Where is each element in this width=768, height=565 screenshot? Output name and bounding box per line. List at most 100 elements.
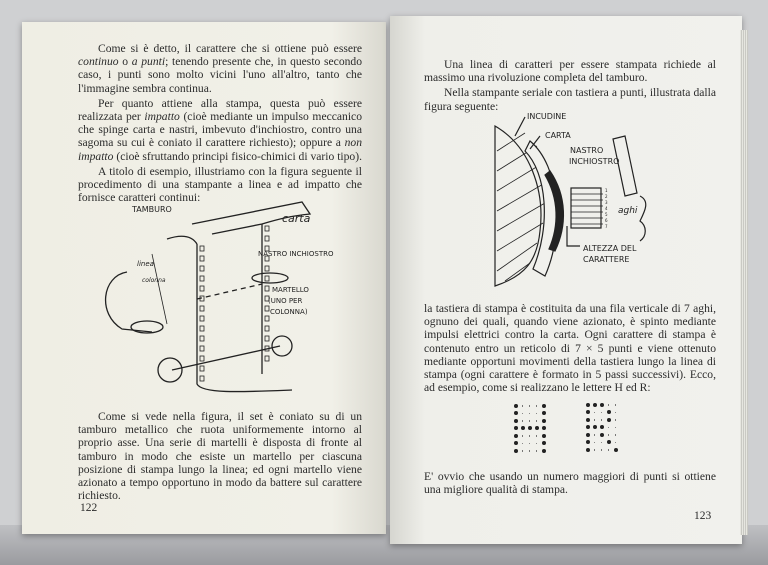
dot-off (526, 432, 533, 440)
dot-on (540, 447, 547, 455)
label-inchiostro: INCHIOSTRO (569, 157, 619, 166)
dot-off (605, 431, 612, 439)
needle-number: 7 (605, 224, 608, 229)
dot-off (605, 424, 612, 432)
paragraph: Per quanto attiene alla stampa, questa p… (78, 97, 362, 163)
sprocket-hole (199, 325, 205, 332)
dot-on (540, 417, 547, 425)
dot-on (584, 416, 591, 424)
paragraph: Una linea di caratteri per essere stampa… (424, 58, 716, 85)
left-intro-text: Come si è detto, il carattere che si ott… (78, 42, 362, 206)
left-page: Come si è detto, il carattere che si ott… (22, 22, 386, 534)
paragraph: Nella stampante seriale con tastiera a p… (424, 86, 716, 113)
drum-outline (105, 271, 153, 333)
sprocket-hole (264, 345, 270, 352)
sprocket-hole (264, 265, 270, 272)
dot-on (598, 431, 605, 439)
label-martello-3: COLONNA) (270, 308, 308, 316)
dot-on (605, 439, 612, 447)
sprocket-hole (264, 305, 270, 312)
dot-on (512, 432, 519, 440)
sprocket-hole (199, 375, 205, 382)
dot-on (512, 410, 519, 418)
dot-on (605, 416, 612, 424)
dot-off (612, 431, 619, 439)
dot-off (533, 440, 540, 448)
sprocket-hole (199, 265, 205, 272)
text-run: Come si è detto, il carattere che si ott… (98, 42, 362, 55)
sprocket-hole (199, 345, 205, 352)
dot-off (598, 409, 605, 417)
dot-off (519, 440, 526, 448)
dot-on (540, 425, 547, 433)
page-number-right: 123 (694, 510, 712, 522)
page-number-left: 122 (80, 502, 98, 514)
label-tamburo: TAMBURO (131, 205, 172, 214)
dot-on (584, 439, 591, 447)
paragraph: A titolo di esempio, illustriamo con la … (78, 165, 362, 205)
dot-off (598, 446, 605, 454)
dot-on (512, 417, 519, 425)
dot-off (526, 447, 533, 455)
label-carattere: CARATTERE (583, 255, 629, 264)
dot-on (605, 409, 612, 417)
label-incudine: INCUDINE (527, 112, 566, 121)
label-altezza: ALTEZZA DEL (583, 244, 637, 253)
right-page: Una linea di caratteri per essere stampa… (390, 16, 742, 544)
label-carta: CARTA (545, 131, 571, 140)
dot-off (612, 409, 619, 417)
dot-off (591, 446, 598, 454)
dot-off (591, 409, 598, 417)
text-run: (cioè mediante un impulso meccanico che … (78, 110, 362, 150)
dot-on (591, 401, 598, 409)
sprocket-hole (199, 275, 205, 282)
needle-number: 1 (605, 188, 608, 193)
dot-off (591, 439, 598, 447)
right-intro-text: Una linea di caratteri per essere stampa… (424, 58, 716, 115)
sprocket-hole (264, 315, 270, 322)
dot-off (591, 431, 598, 439)
needle-number: 3 (605, 200, 608, 205)
dot-matrix-R (584, 401, 619, 454)
text-run: (cioè sfruttando principi fisico-chimici… (113, 149, 362, 163)
dot-on (584, 424, 591, 432)
label-nastro-inchiostro: NASTRO INCHIOSTRO (258, 250, 334, 258)
paragraph: Come si è detto, il carattere che si ott… (78, 42, 362, 95)
label-martello: MARTELLO (272, 286, 309, 294)
text-run: o (118, 55, 132, 69)
dot-on (584, 431, 591, 439)
dot-on (584, 401, 591, 409)
dot-off (598, 439, 605, 447)
dot-on (591, 424, 598, 432)
label-nastro: NASTRO (570, 146, 603, 155)
sprocket-hole (264, 325, 270, 332)
dot-off (612, 424, 619, 432)
needle-number: 5 (605, 212, 608, 217)
dot-off (526, 402, 533, 410)
sprocket-hole (199, 285, 205, 292)
needle-number: 4 (605, 206, 608, 211)
dot-matrix-printer-figure: INCUDINE CARTA NASTRO INCHIOSTRO aghi AL… (494, 112, 647, 287)
sprocket-hole (199, 255, 205, 262)
italic-term: a punti (131, 55, 166, 69)
sprocket-hole (264, 255, 270, 262)
left-bottom-text: Come si vede nella figura, il set è coni… (78, 410, 362, 504)
sprocket-hole (264, 245, 270, 252)
dot-on (540, 410, 547, 418)
dot-off (612, 401, 619, 409)
label-colonna: colonna (142, 277, 166, 284)
dot-on (512, 440, 519, 448)
dot-off (591, 416, 598, 424)
dot-off (605, 446, 612, 454)
dot-off (519, 417, 526, 425)
sprocket-hole (264, 225, 270, 232)
dot-off (533, 432, 540, 440)
label-aghi: aghi (618, 206, 638, 216)
dot-off (598, 416, 605, 424)
dot-off (519, 402, 526, 410)
dot-on (540, 432, 547, 440)
italic-term: continuo (78, 55, 119, 69)
dot-off (526, 417, 533, 425)
dot-off (533, 447, 540, 455)
label-linea: linea (137, 260, 154, 268)
